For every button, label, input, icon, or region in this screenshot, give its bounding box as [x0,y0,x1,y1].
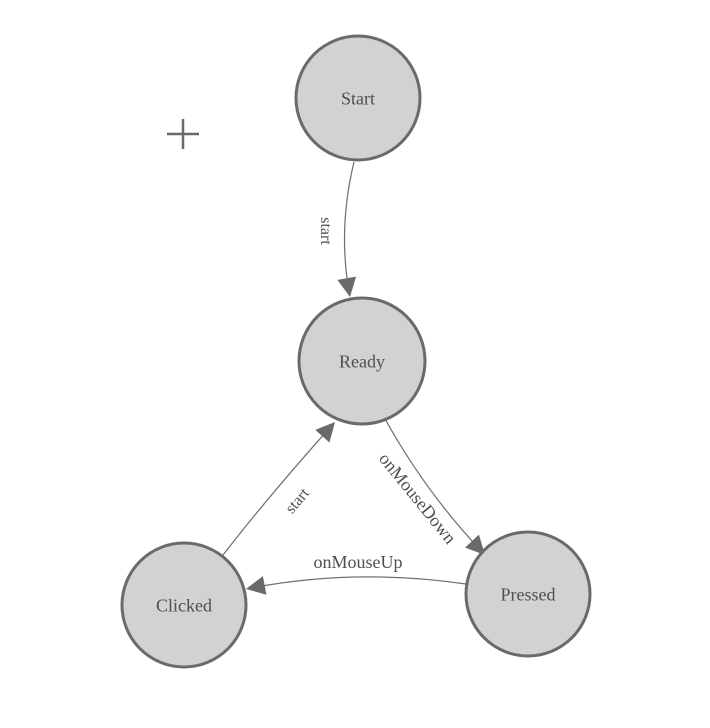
plus-crosshair-icon [167,119,199,149]
state-node-ready[interactable]: Ready [297,296,427,426]
state-label: Clicked [156,595,212,615]
transition-line [383,416,482,552]
transition-start-ready[interactable]: start [317,161,357,297]
state-node-start[interactable]: Start [294,34,422,162]
state-node-clicked[interactable]: Clicked [120,541,248,669]
state-circle[interactable] [297,296,427,426]
transition-pressed-clicked[interactable]: onMouseUp [246,552,467,595]
transition-arrowhead-icon [315,422,335,443]
state-circle[interactable] [120,541,248,669]
transition-arrowhead-icon [246,576,267,595]
transition-label: start [282,485,313,517]
transition-label: onMouseDown [375,449,460,548]
transition-arrowhead-icon [337,276,357,297]
transition-arrowhead-icon [465,534,485,555]
transition-line [222,426,332,556]
transition-line [343,161,355,292]
state-circle[interactable] [464,530,592,658]
state-label: Pressed [501,584,556,604]
state-circle[interactable] [294,34,422,162]
transition-ready-pressed[interactable]: onMouseDown [375,416,485,555]
transition-clicked-ready[interactable]: start [222,422,335,556]
state-label: Start [341,88,375,108]
transition-line [251,576,467,589]
transition-label: start [317,217,334,245]
state-label: Ready [339,351,385,371]
transition-label: onMouseUp [314,552,403,572]
state-node-pressed[interactable]: Pressed [464,530,592,658]
